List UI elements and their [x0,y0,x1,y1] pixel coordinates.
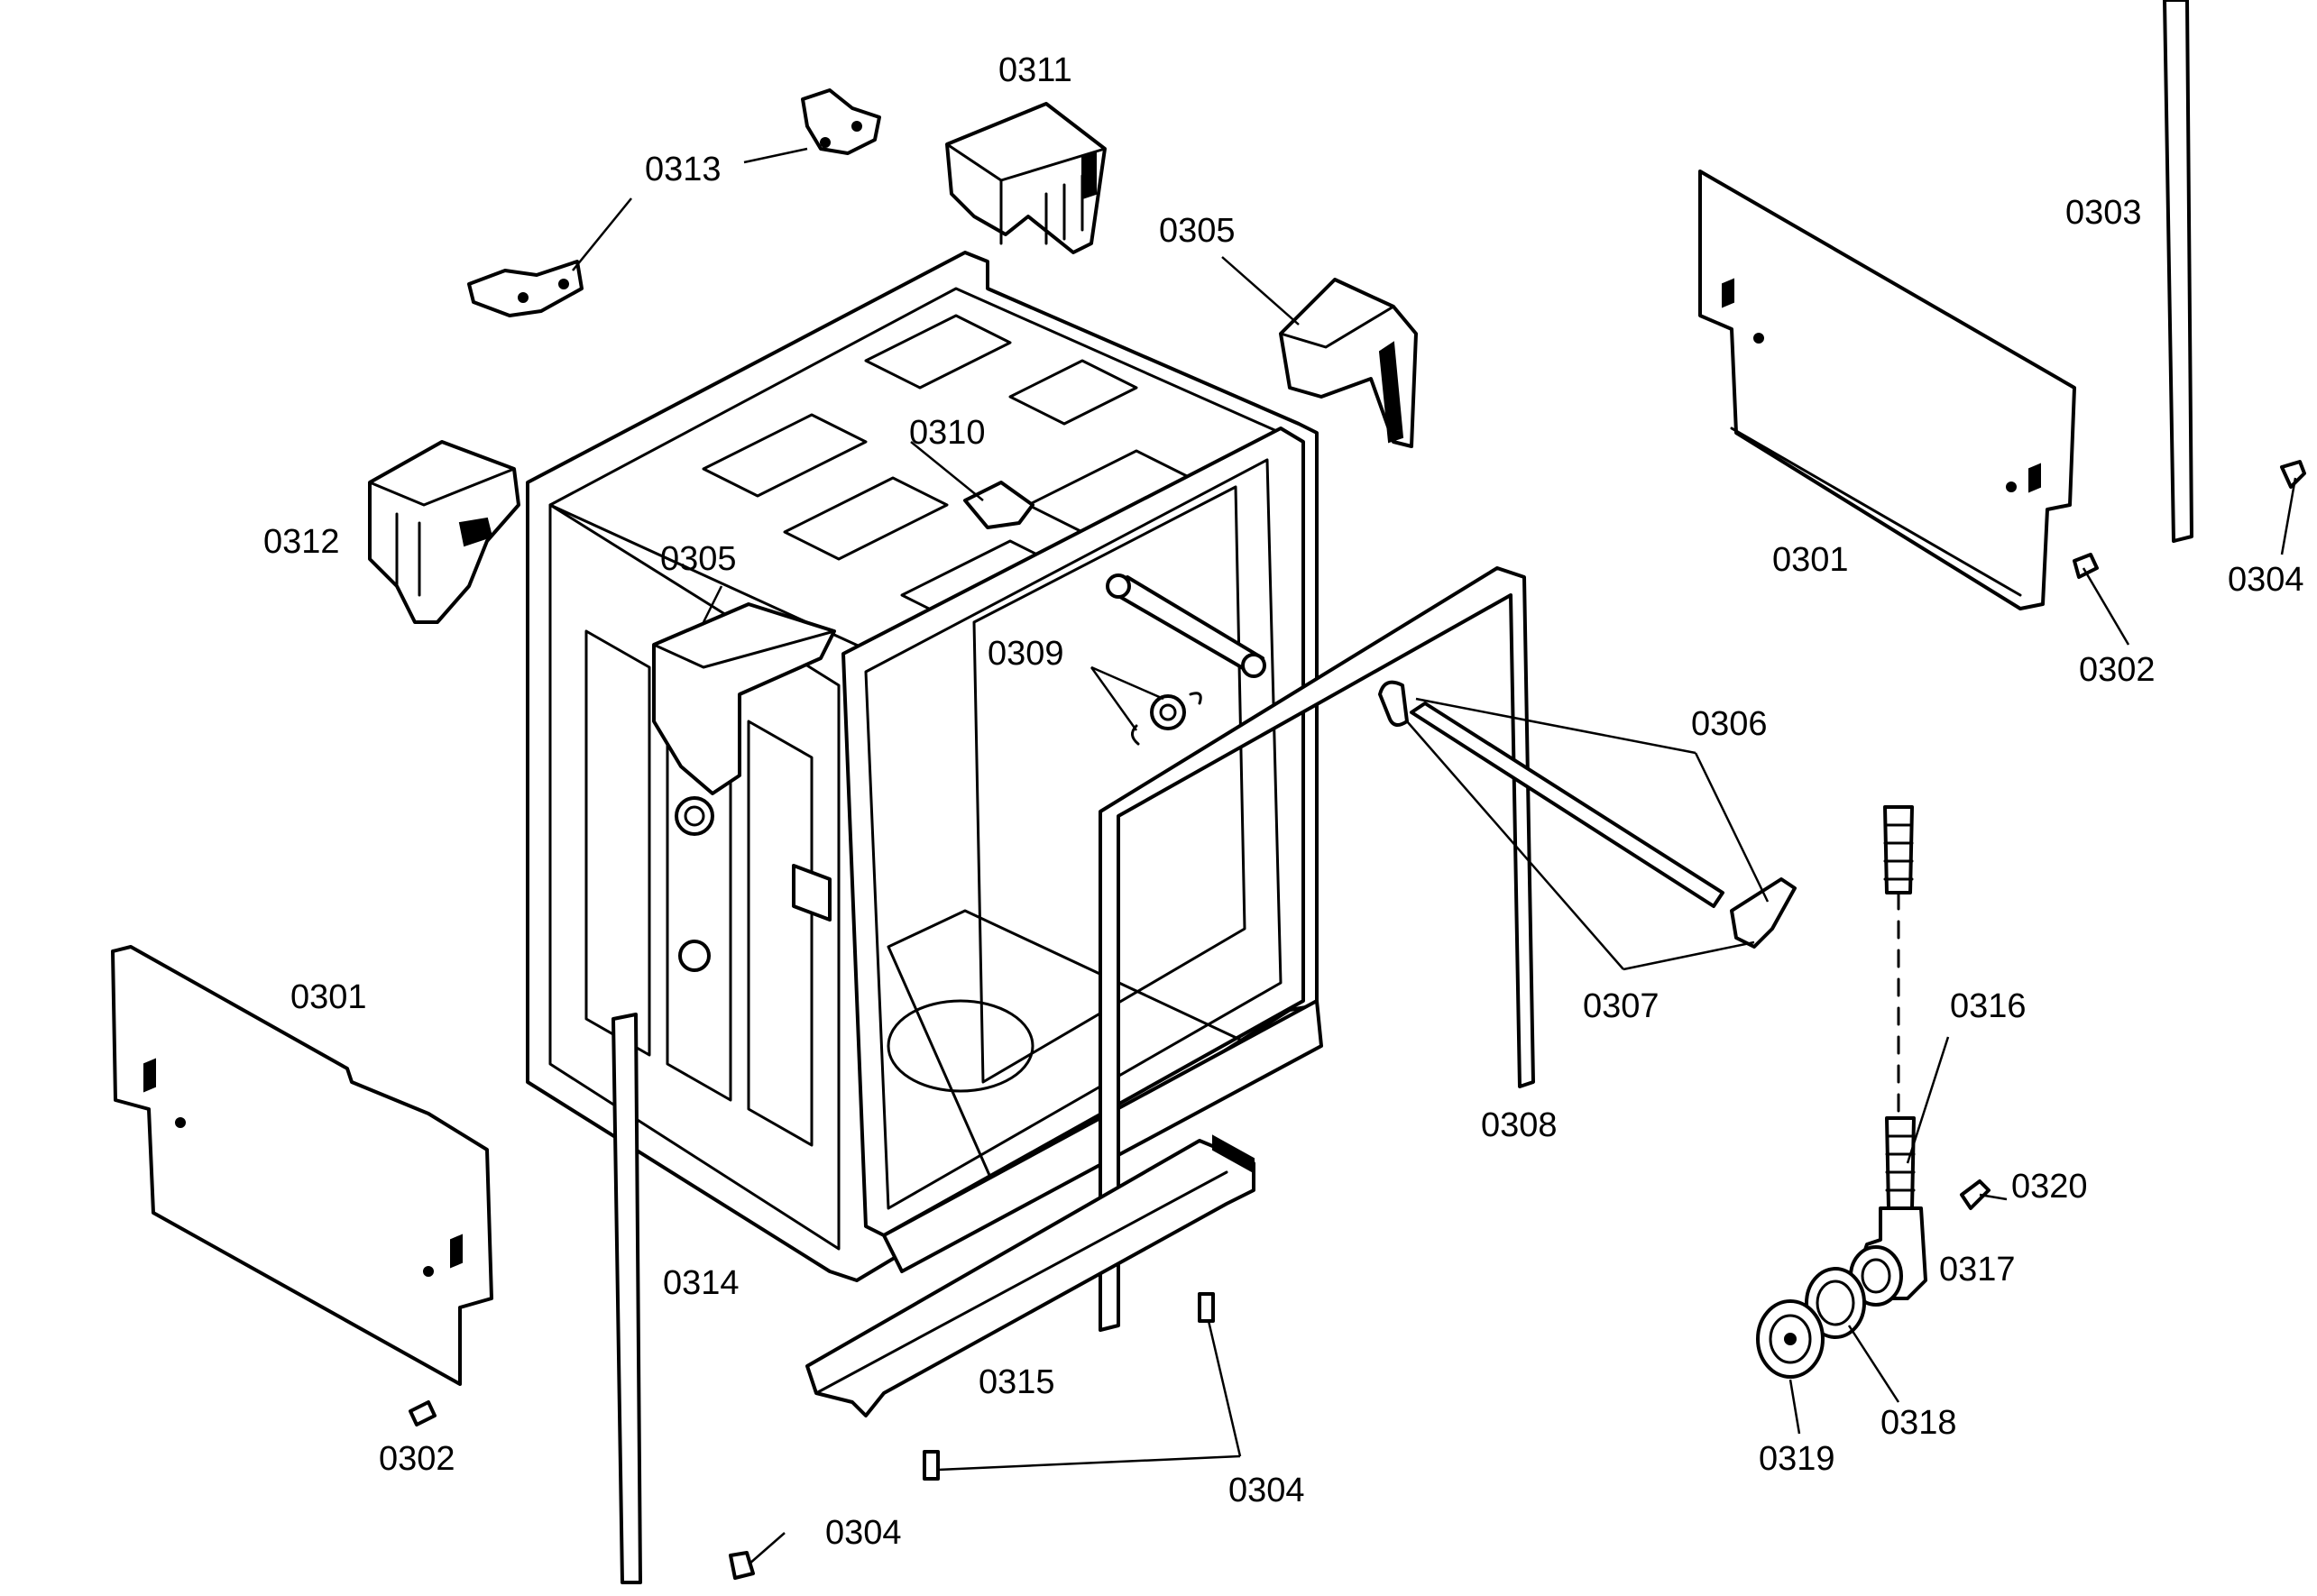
screw-0304-bottom [729,1551,755,1580]
part-0311-bracket [945,102,1107,254]
tub-interior-back [972,485,1246,1084]
callout-0312: 0312 [263,523,340,561]
callout-0308: 0308 [1481,1106,1558,1144]
callout-0319: 0319 [1759,1440,1835,1478]
screw-0304-right [2280,460,2306,489]
callout-0301-left: 0301 [290,978,367,1016]
part-0312-bracket [368,440,520,624]
callout-0301-right: 0301 [1772,541,1849,579]
leader-lines [572,147,2297,1565]
callout-0303: 0303 [2065,194,2142,232]
callout-0318: 0318 [1880,1404,1957,1442]
part-0305-cover-left [652,602,836,795]
part-0301-panel-left [111,945,493,1386]
tub-top-recess-1 [702,413,868,498]
screw-0304-mid [1198,1292,1215,1323]
tub-top-recess-2 [864,314,1012,390]
tub-left-recess [584,629,651,1057]
callout-0313: 0313 [645,151,722,188]
callout-0304-bottom: 0304 [825,1514,902,1552]
callout-0302-right: 0302 [2079,651,2156,689]
screws [409,460,2306,1580]
tub-port-upper [675,796,714,836]
part-0303-strip [2163,0,2193,543]
part-0318-ring [1805,1267,1866,1339]
screw-0302-right [2073,553,2099,579]
tub-port-upper-inner [684,805,705,827]
part-0316-hose [1883,805,1916,1210]
tub-top-recess-3 [1008,359,1138,426]
callout-0311: 0311 [998,51,1072,89]
callout-0304-right: 0304 [2228,561,2304,599]
part-0313-clips [467,88,881,317]
callout-0316: 0316 [1950,987,2027,1025]
callout-0315: 0315 [979,1363,1055,1401]
screw-0320 [1960,1179,1991,1210]
callout-0306: 0306 [1691,705,1768,743]
callout-0305-left: 0305 [660,540,737,578]
part-0319-cap [1756,1299,1825,1379]
tub-left-recess-3 [747,720,814,1147]
part-0301-panel-right [1698,170,2076,610]
callout-0307: 0307 [1583,987,1660,1025]
door-frame-inner [864,458,1283,1210]
callout-0320: 0320 [2011,1168,2088,1206]
part-0315-bottom-rail [805,1134,1255,1417]
callout-0317: 0317 [1939,1251,2016,1289]
callout-0309: 0309 [988,635,1064,673]
tub-sump [887,999,1034,1093]
screw-0304-low [923,1450,940,1481]
part-0309-hinge [1106,573,1266,746]
callout-0305-right: 0305 [1159,212,1236,250]
callout-0302-left: 0302 [379,1440,455,1478]
callout-0310: 0310 [909,414,986,452]
callout-0304-mid: 0304 [1228,1472,1305,1509]
part-0308-door-seal [1099,566,1535,1332]
tub-side-tab [792,864,832,922]
screw-0302-left [409,1400,437,1426]
part-0314-seal-strip [611,1013,642,1584]
tub-top-recess-4 [783,476,949,561]
callout-0314: 0314 [663,1264,740,1302]
part-0306-rail [1378,680,1797,949]
part-0305-cover-right [1279,278,1418,448]
part-0310-clip [963,481,1034,529]
callout-labels: 0311 0313 0305 0310 0312 0305 0309 0303 … [263,51,2304,1552]
tub-port-lower [678,940,711,972]
